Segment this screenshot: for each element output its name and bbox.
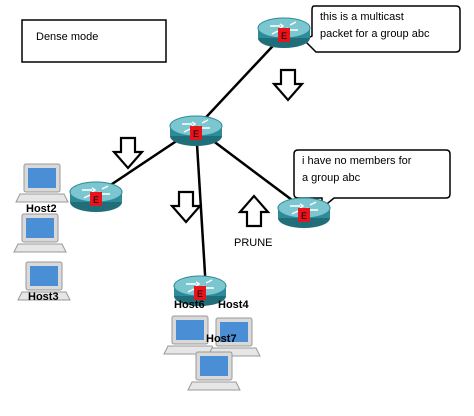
host-host2-icon — [15, 163, 69, 203]
host7-label: Host7 — [206, 333, 237, 345]
link-top-center — [195, 33, 285, 129]
host6-label: Host6 — [174, 299, 205, 311]
prune-label: PRUNE — [234, 237, 273, 249]
host3-label: Host3 — [28, 291, 59, 303]
router-top: E — [257, 17, 311, 49]
callout-right-line2: a group abc — [302, 172, 361, 184]
host4-label: Host4 — [218, 299, 249, 311]
mode-box: Dense mode — [21, 19, 167, 63]
router-left-tag: E — [93, 195, 99, 205]
callout-right-line1: i have no members for — [302, 155, 412, 167]
callout-right: i have no members for a group abc — [293, 149, 451, 210]
host2-label: Host2 — [26, 203, 57, 215]
router-right-tag: E — [301, 211, 307, 221]
host-icon — [13, 213, 67, 253]
router-right: E — [277, 197, 331, 229]
router-center-tag: E — [193, 129, 199, 139]
callout-top-line1: this is a multicast — [320, 11, 404, 23]
callout-top-line2: packet for a group abc — [320, 28, 430, 40]
router-bottom-tag: E — [197, 289, 203, 299]
router-center: E — [169, 115, 223, 147]
router-bottom: E — [173, 275, 227, 307]
router-top-tag: E — [281, 31, 287, 41]
down-arrow-icon — [112, 136, 144, 170]
link-center-bottom — [194, 127, 208, 291]
router-left: E — [69, 181, 123, 213]
host-host7-icon — [187, 351, 241, 391]
callout-top: this is a multicast packet for a group a… — [302, 5, 461, 53]
up-arrow-icon — [238, 194, 270, 228]
down-arrow-icon — [170, 190, 202, 224]
mode-box-label: Dense mode — [36, 31, 98, 43]
down-arrow-icon — [272, 68, 304, 102]
